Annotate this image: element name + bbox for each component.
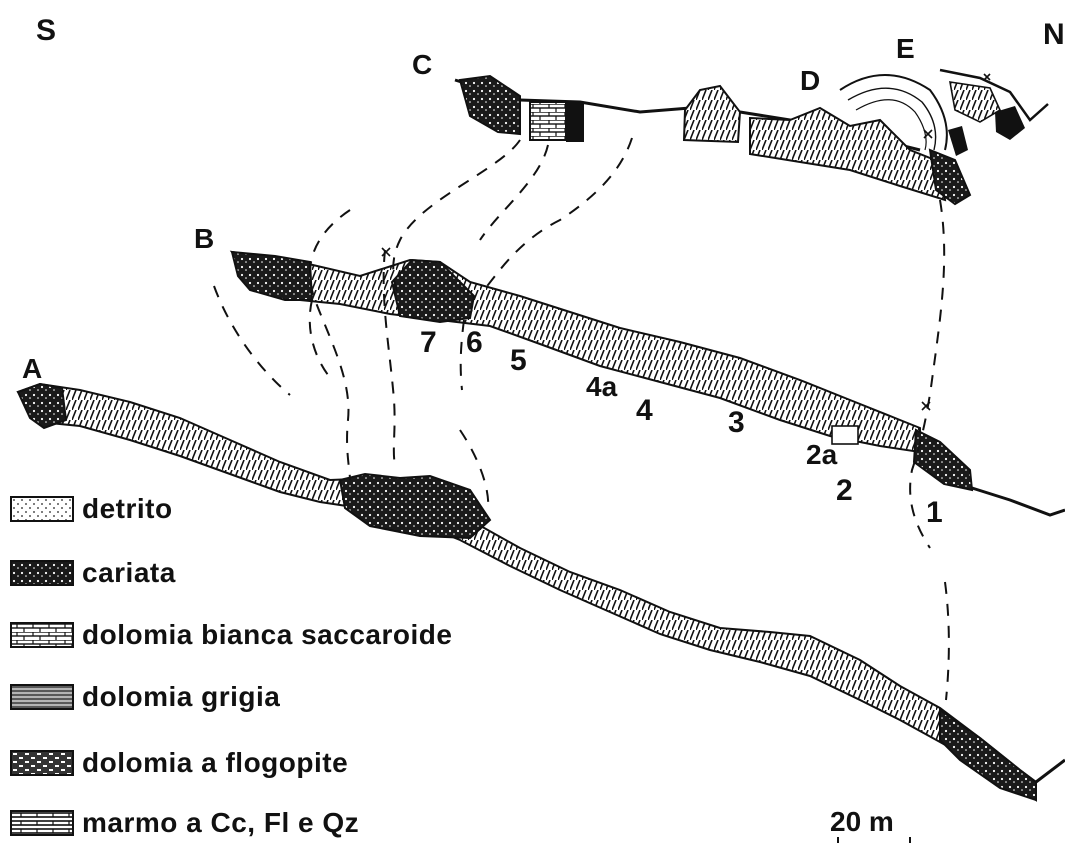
- legend-item-cariata: cariata: [10, 556, 176, 590]
- unit-5-label: 5: [510, 344, 527, 377]
- correlation-line-4: [310, 210, 350, 480]
- profile-a-label: A: [22, 353, 42, 384]
- profile-c-hatched-band: [750, 108, 945, 200]
- profile-a-cariata-north: [940, 710, 1036, 800]
- profile-b-cariata-south: [232, 252, 312, 300]
- legend-item-marmo: marmo a Cc, Fl e Qz: [10, 806, 359, 840]
- correlation-line-2: [480, 145, 548, 240]
- legend-label-dolomia-grigia: dolomia grigia: [82, 681, 280, 713]
- correlation-line-11: [945, 582, 949, 700]
- unit-2-label: 2: [836, 474, 853, 507]
- scale-ticks-icon: [818, 806, 928, 843]
- profile-a-cariata-center: [340, 474, 490, 538]
- dolomia-grigia-swatch-icon: [10, 684, 74, 710]
- profile-c-cariata-south: [460, 76, 520, 134]
- profile-b-cariata-north: [914, 430, 972, 490]
- correlation-line-8: [461, 320, 464, 390]
- dolomia-flogopite-swatch-icon: [10, 750, 74, 776]
- correlation-line-6: [214, 286, 290, 395]
- profile-c: [455, 76, 970, 204]
- unit-4-label: 4: [636, 394, 653, 427]
- profile-a-cariata-south: [18, 384, 66, 428]
- legend-item-dolomia-grigia: dolomia grigia: [10, 680, 280, 714]
- profile-a-surface-line: [1036, 760, 1065, 782]
- unit-2a-label: 2a: [806, 439, 838, 470]
- unit-1-label: 1: [926, 496, 943, 529]
- north-label: N: [1043, 18, 1065, 51]
- legend-item-dolomia-flogopite: dolomia a flogopite: [10, 746, 348, 780]
- legend-item-detrito: detrito: [10, 492, 173, 526]
- unit-7-label: 7: [420, 326, 437, 359]
- legend-label-marmo: marmo a Cc, Fl e Qz: [82, 807, 359, 839]
- legend-label-detrito: detrito: [82, 493, 173, 525]
- profile-c-marble-block: [530, 102, 566, 140]
- profile-c-cariata-small: [566, 102, 584, 142]
- legend-item-dolomia-bianca: dolomia bianca saccaroide: [10, 618, 452, 652]
- legend-label-cariata: cariata: [82, 557, 176, 589]
- legend-label-dolomia-flogopite: dolomia a flogopite: [82, 747, 348, 779]
- legend-label-dolomia-bianca: dolomia bianca saccaroide: [82, 619, 452, 651]
- correlation-line-7: [310, 300, 332, 380]
- correlation-line-3: [484, 138, 632, 290]
- detrito-swatch-icon: [10, 496, 74, 522]
- unit-6-label: 6: [466, 326, 483, 359]
- dolomia-bianca-swatch-icon: [10, 622, 74, 648]
- south-label: S: [36, 14, 56, 47]
- profile-c-label: C: [412, 49, 432, 80]
- profile-e-cariata: [995, 106, 1025, 140]
- profile-b-surface-line: [972, 488, 1065, 515]
- profile-c-hatched-hill-1: [684, 86, 740, 142]
- cariata-swatch-icon: [10, 560, 74, 586]
- profile-b-label: B: [194, 223, 214, 254]
- marmo-swatch-icon: [10, 810, 74, 836]
- profile-b-cariata-center: [392, 260, 474, 322]
- unit-4a-label: 4a: [586, 371, 618, 402]
- scale-bar: 20 m: [818, 806, 928, 843]
- profile-e-hatched-block: [950, 82, 1000, 122]
- unit-3-label: 3: [728, 406, 745, 439]
- profile-e-cariata-2: [948, 126, 968, 156]
- profile-d-label: D: [800, 65, 820, 96]
- profile-e-label: E: [896, 33, 915, 64]
